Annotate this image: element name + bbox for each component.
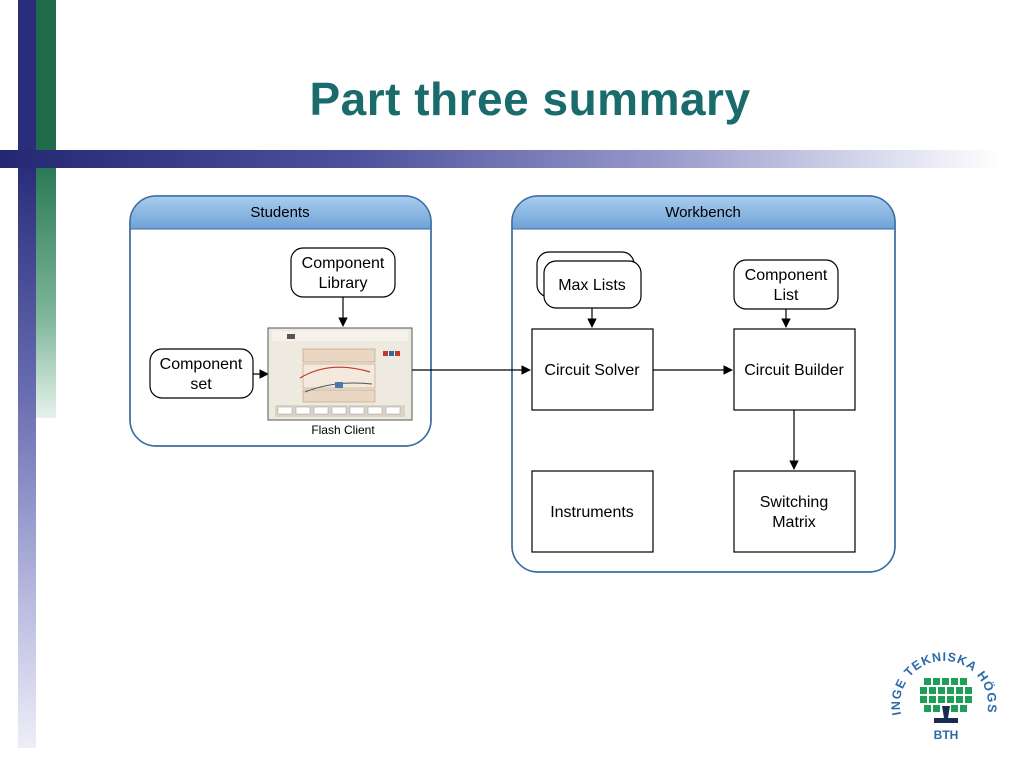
svg-text:Instruments: Instruments [550,504,634,521]
left-accent-bar-green [36,0,56,150]
circuit-solver-node: Circuit Solver [531,328,654,411]
svg-text:Max Lists: Max Lists [558,277,626,294]
students-panel-title: Students [250,204,309,221]
instruments-node: Instruments [531,470,654,553]
svg-text:Component: Component [745,267,828,284]
svg-text:Matrix: Matrix [772,514,816,531]
svg-text:set: set [190,376,212,393]
svg-text:Circuit Solver: Circuit Solver [544,362,640,379]
slide-title: Part three summary [309,73,751,125]
title-underline-bar [0,150,1000,168]
svg-text:Circuit Builder: Circuit Builder [744,362,844,379]
flash-client-caption: Flash Client [311,423,375,437]
component-list-node: Component List [733,259,839,310]
svg-text:Library: Library [319,275,368,292]
svg-text:Component: Component [302,255,385,272]
left-accent-bar-green-gradient [36,168,56,418]
component-set-node: Component set [149,348,254,399]
switching-matrix-node: Switching Matrix [733,470,856,553]
flash-client-screenshot [267,327,413,421]
max-lists-node: Max Lists [536,251,642,309]
component-library-node: Component Library [290,247,396,298]
svg-text:Switching: Switching [760,494,828,511]
logo-ring-text: BLEKINGE TEKNISKA HÖGSKOLA [884,640,999,717]
bth-logo: BLEKINGE TEKNISKA HÖGSKOLA BTH [884,640,999,742]
svg-text:Component: Component [160,356,243,373]
left-accent-bar-dark [18,0,36,150]
logo-abbreviation: BTH [934,728,959,742]
circuit-builder-node: Circuit Builder [733,328,856,411]
left-accent-bar-gradient [18,168,36,748]
workbench-panel-title: Workbench [665,204,741,221]
svg-text:List: List [774,287,799,304]
logo-tree-icon [920,678,972,723]
